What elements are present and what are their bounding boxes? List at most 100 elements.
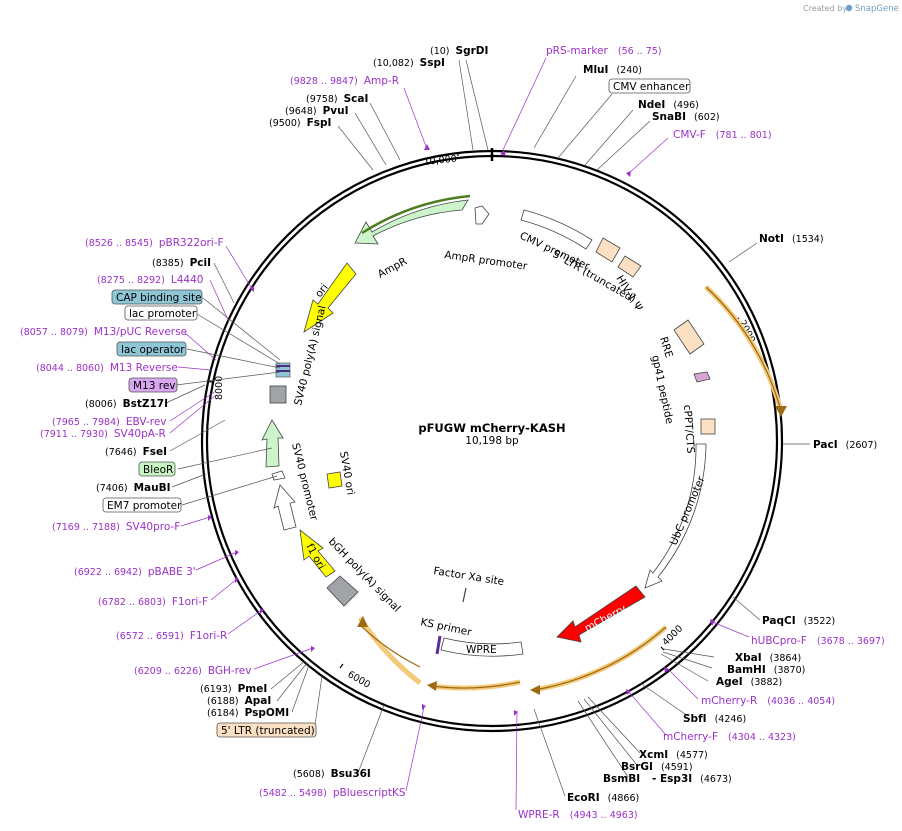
primer-hubcpro-f: hUBCpro-F(3678 .. 3697) — [751, 635, 885, 647]
enzyme-snabi: SnaBI(602) — [652, 111, 720, 123]
box-5ltr-truncated — [216, 722, 317, 738]
box-label-m13-rev: M13 rev — [133, 380, 176, 392]
hiv-psi-block — [617, 255, 642, 278]
feature-label-ampr-promoter: AmpR promoter — [444, 249, 529, 273]
gp41-peptide-block — [693, 371, 711, 383]
tick-4000-mark — [660, 646, 665, 651]
bgh-polya-block — [326, 575, 359, 607]
primer-bgh-rev: (6209 .. 6226)BGH-rev — [134, 665, 251, 677]
feature-label-factor-xa: Factor Xa site — [433, 565, 505, 588]
primer-mark-mcherry-r — [664, 667, 669, 673]
primer-mark-amp-r — [424, 144, 430, 150]
features: AmpR AmpR promoter CMV promoter 5' LTR (… — [261, 194, 787, 695]
sv40-polya-block — [269, 385, 287, 404]
tick-10000: 10,000 — [423, 154, 457, 168]
ampr-arrow — [354, 199, 469, 245]
boxed-labels: CMV enhancer CAP binding site lac promot… — [102, 78, 691, 738]
enzyme-pmei: (6193)PmeI — [200, 683, 267, 695]
tick-8000: 8000 — [214, 376, 225, 400]
primer-mark-pbr322 — [249, 286, 254, 292]
tick-6000-mark — [339, 663, 344, 669]
ampr-orf-bar — [361, 194, 471, 235]
primer-mcherry-f: mCherry-F(4304 .. 4323) — [663, 731, 796, 743]
box-bleor — [138, 461, 176, 477]
feature-label-ubc: UbC promoter — [668, 474, 708, 547]
primer-mark-wpre-r — [514, 710, 518, 716]
enzyme-bsu36i: (5608)Bsu36I — [293, 768, 371, 780]
feature-label-gp41: gp41 peptide — [649, 354, 675, 425]
orf-arc-bottom — [533, 626, 667, 691]
primer-pbabe3: (6922 .. 6942)pBABE 3' — [74, 566, 196, 578]
primer-l4440: (8275 .. 8292)L4440 — [97, 274, 203, 286]
enzyme-sgrdi: (10)SgrDI — [430, 45, 488, 57]
box-m13-rev — [128, 377, 178, 393]
primer-mark-pbabe — [235, 550, 239, 556]
primer-mark-pbluescript — [422, 704, 426, 710]
box-label-lac-promoter: lac promoter — [129, 308, 197, 320]
primer-mark-hubc — [710, 619, 715, 626]
enzyme-labels: (10)SgrDI (10,082)SspI MluI(240) NdeI(49… — [85, 45, 877, 804]
snapgene-credit: Created by SnapGene — [803, 4, 899, 14]
factor-xa-mark — [462, 587, 467, 603]
enzyme-scai: (9758)ScaI — [306, 93, 368, 105]
enzyme-maubi: (7406)MauBI — [96, 482, 171, 494]
feature-label-sv40-promoter: SV40 promoter — [289, 442, 320, 522]
box-label-bleor: BleoR — [143, 464, 173, 476]
primer-mark-cmv-f — [626, 171, 631, 177]
enzyme-xbai: XbaI(3864) — [735, 652, 801, 664]
box-label-5ltr-truncated: 5' LTR (truncated) — [221, 725, 315, 737]
enzyme-sbfi: SbfI(4246) — [683, 713, 746, 725]
primer-m13-puc-reverse: (8057 .. 8079)M13/pUC Reverse — [20, 326, 187, 338]
orf-arc-left-glow — [357, 616, 422, 685]
orf-arc-left — [359, 624, 421, 668]
box-lac-operator — [116, 341, 187, 357]
primer-mark-bgh-rev — [311, 646, 315, 652]
cmv-promoter-arrow — [520, 209, 593, 250]
ori-arrow — [303, 262, 357, 333]
sv40-promoter-arrow — [273, 484, 297, 531]
primer-mark-mcherry-f — [626, 689, 631, 695]
plasmid-length: 10,198 bp — [465, 435, 519, 447]
primer-marks — [208, 144, 715, 716]
primer-m13-reverse: (8044 .. 8060)M13 Reverse — [36, 362, 178, 374]
feature-label-ks-primer: KS primer — [419, 616, 473, 639]
enzyme-paci: PacI(2607) — [813, 439, 877, 451]
primer-amp-r: (9828 .. 9847)Amp-R — [290, 75, 399, 87]
enzyme-bsmbi: BsmBI — [603, 773, 640, 785]
enzyme-agei: AgeI(3882) — [716, 676, 782, 688]
box-label-cap-binding-site: CAP binding site — [116, 292, 202, 304]
box-em7-promoter — [102, 497, 182, 513]
leader-lines — [165, 57, 810, 811]
snapgene-logo-icon — [845, 4, 853, 12]
box-lac-promoter — [124, 305, 198, 321]
5ltr-block — [595, 237, 621, 263]
ubc-promoter-arrow — [644, 443, 707, 589]
rre-block — [673, 319, 705, 355]
enzyme-pvui: (9648)PvuI — [285, 105, 349, 117]
enzyme-fspi: (9500)FspI — [269, 117, 331, 129]
feature-label-ampr: AmpR — [376, 255, 409, 280]
mcherry-arrow — [556, 585, 646, 643]
f1-ori-arrow — [299, 529, 336, 578]
enzyme-sspi: (10,082)SspI — [373, 57, 445, 69]
wpre-arrow — [440, 637, 524, 657]
enzyme-pspomi: (6184)PspOMI — [207, 707, 289, 719]
enzyme-paqci: PaqCI(3522) — [762, 615, 835, 627]
feature-label-wpre: WPRE — [466, 644, 497, 656]
cppt-cts-block — [700, 418, 716, 435]
box-cap-binding-site — [111, 289, 203, 305]
enzyme-ecori: EcoRI(4866) — [567, 792, 639, 804]
credit-prefix: Created by — [803, 4, 847, 13]
feature-label-cppt: cPPT/CTS — [681, 404, 696, 454]
primer-mark-f1ori-r — [260, 608, 264, 614]
primer-f1ori-r: (6572 .. 6591)F1ori-R — [116, 630, 227, 642]
em7-promoter-block — [271, 470, 286, 481]
primer-mark-sv40pro — [208, 515, 212, 521]
primer-cmv-f: CMV-F(781 .. 801) — [673, 129, 772, 141]
credit-brand: SnapGene — [855, 4, 899, 14]
enzyme-esp3i: - Esp3I(4673) — [652, 773, 732, 785]
enzyme-pcii: (8385)PciI — [152, 257, 211, 269]
enzyme-apai: (6188)ApaI — [207, 695, 271, 707]
primer-mark-prs — [500, 150, 506, 156]
